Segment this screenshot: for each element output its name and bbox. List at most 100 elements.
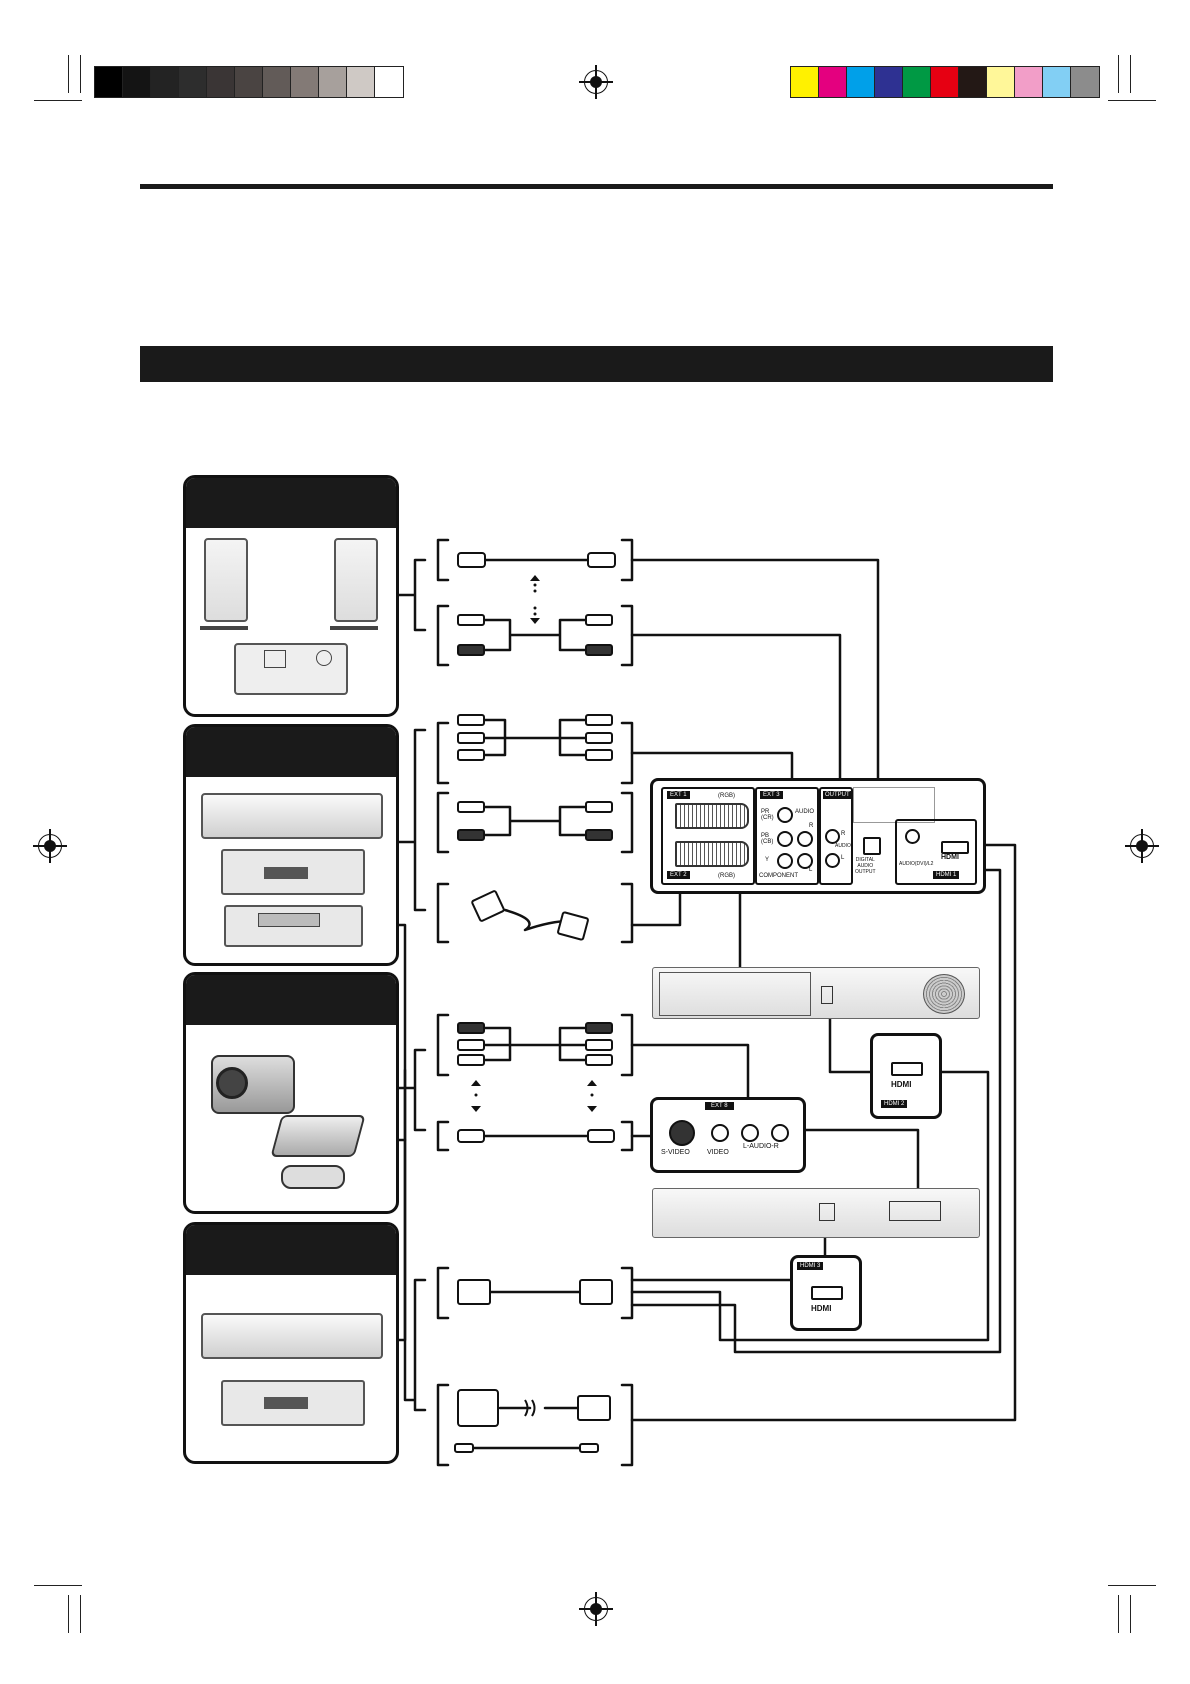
hdmi2-port[interactable]: [891, 1062, 923, 1076]
recorder-rear-panel: [652, 967, 980, 1019]
trunk-audio-group: [391, 558, 427, 632]
video-jack[interactable]: [711, 1124, 729, 1142]
bracket-rca-audio-right: [620, 604, 634, 667]
audio-l-label: L: [809, 867, 813, 873]
tv-rear-panel: EXT 1 (RGB) EXT 2 (RGB) EXT 3 PR (CR) PB…: [650, 778, 986, 894]
bracket-svideo-left: [436, 1120, 450, 1152]
line-hdmi-b: [630, 868, 1002, 1354]
rca-plug: [457, 1039, 485, 1051]
audio-r-jack[interactable]: [797, 831, 813, 847]
audio-r-jack-ext8[interactable]: [771, 1124, 789, 1142]
scart-plug-right: [557, 911, 589, 941]
registration-target-right: [1125, 829, 1159, 863]
color-swatch: [347, 67, 375, 97]
amplifier-knob: [316, 650, 332, 666]
vcr-slot: [258, 913, 320, 927]
svideo-label: S-VIDEO: [661, 1149, 690, 1156]
audio-amplifier: [234, 643, 348, 695]
hdmi-dvd-recorder: [201, 1313, 383, 1359]
audio-l-jack-ext8[interactable]: [741, 1124, 759, 1142]
output-l-label: L: [841, 855, 845, 861]
pb-jack[interactable]: [777, 831, 793, 847]
device-group-camcorder: [183, 972, 399, 1214]
color-swatch: [235, 67, 263, 97]
bracket-svideo-right: [620, 1120, 634, 1152]
scart-port-ext2[interactable]: [675, 841, 749, 867]
digital-audio-output-port[interactable]: [863, 837, 881, 855]
section-title-band: [140, 346, 1053, 382]
hdmi3-port[interactable]: [811, 1286, 843, 1300]
line-recorder-to-hdmi2: [828, 1008, 877, 1074]
y-label: Y: [765, 857, 770, 863]
recorder-fan-grille: [923, 974, 965, 1014]
hdmi2-logo: HDMI: [891, 1080, 912, 1089]
line-optical-to-tv: [630, 558, 880, 792]
line-scart-to-tv: [630, 878, 682, 927]
dvd-recorder: [201, 793, 383, 839]
device-group-audio-header: [186, 478, 396, 528]
svideo-jack[interactable]: [669, 1120, 695, 1146]
hdmi-plug-dvi: [577, 1395, 611, 1421]
color-swatch: [903, 67, 931, 97]
bracket-av-right: [620, 1013, 634, 1077]
audio-dvi-jack[interactable]: [905, 829, 920, 844]
output-section: OUTPUT R AUDIO L: [819, 787, 853, 885]
rca-plug: [585, 1022, 613, 1034]
svideo-plug-right: [587, 1129, 615, 1143]
bracket-scart-left: [436, 882, 450, 944]
dvd-player-display: [264, 867, 308, 879]
hdmi1-label: HDMI 1: [933, 871, 960, 879]
color-swatch: [987, 67, 1015, 97]
output-label: OUTPUT: [823, 791, 852, 799]
hdmi1-logo: HDMI: [941, 854, 959, 861]
registration-target-top: [579, 65, 613, 99]
scart-section: EXT 1 (RGB) EXT 2 (RGB): [661, 787, 755, 885]
second-recorder-hdmi-port: [819, 1203, 835, 1221]
rca-plug: [457, 714, 485, 726]
scart-port-ext1[interactable]: [675, 803, 749, 829]
audio-l-jack[interactable]: [797, 853, 813, 869]
component-section: EXT 3 PR (CR) PB (CB) Y AUDIO R L COMPON…: [755, 787, 819, 885]
rca-plug: [585, 714, 613, 726]
color-swatch: [291, 67, 319, 97]
rca-plug: [585, 614, 613, 626]
pr-label: PR (CR): [761, 809, 774, 821]
trunk-recorder-group: [391, 728, 427, 912]
line-component-to-tv: [630, 751, 794, 792]
recorder-hdmi-port: [821, 986, 833, 1004]
speaker-base-left: [200, 626, 248, 630]
line-av-to-ext8: [630, 1043, 750, 1102]
mini-plug-right: [579, 1443, 599, 1453]
y-jack[interactable]: [777, 853, 793, 869]
rca-plug: [457, 614, 485, 626]
bracket-component-right: [620, 721, 634, 785]
hdmi3-panel: HDMI 3 HDMI: [790, 1255, 862, 1331]
component-label: COMPONENT: [759, 873, 798, 879]
output-r-jack[interactable]: [825, 829, 840, 844]
hdmi-dvd-player-display: [264, 1397, 308, 1409]
bracket-optical-right: [620, 538, 634, 582]
scart-plug-left: [471, 890, 505, 922]
bracket-hdmi-left: [436, 1266, 450, 1320]
pr-jack[interactable]: [777, 807, 793, 823]
game-console: [270, 1115, 366, 1157]
color-swatch: [179, 67, 207, 97]
hdmi1-port[interactable]: [941, 841, 969, 854]
rca-plug: [457, 829, 485, 841]
device-group-recorders: [183, 724, 399, 966]
output-l-jack[interactable]: [825, 853, 840, 868]
speaker-base-right: [330, 626, 378, 630]
color-swatch: [875, 67, 903, 97]
color-swatch: [819, 67, 847, 97]
output-audio-label: AUDIO: [835, 843, 851, 849]
line-hdmi-a: [630, 1070, 990, 1342]
ext2-rgb-label: (RGB): [718, 873, 735, 879]
audio-label: AUDIO: [795, 809, 815, 815]
hdmi2-label: HDMI 2: [881, 1100, 908, 1108]
device-group-camcorder-header: [186, 975, 396, 1025]
audio-r-label: R: [809, 823, 814, 829]
device-group-hdmi-header: [186, 1225, 396, 1275]
camcorder-lens: [216, 1067, 248, 1099]
bracket-dvi-right: [620, 1383, 634, 1467]
